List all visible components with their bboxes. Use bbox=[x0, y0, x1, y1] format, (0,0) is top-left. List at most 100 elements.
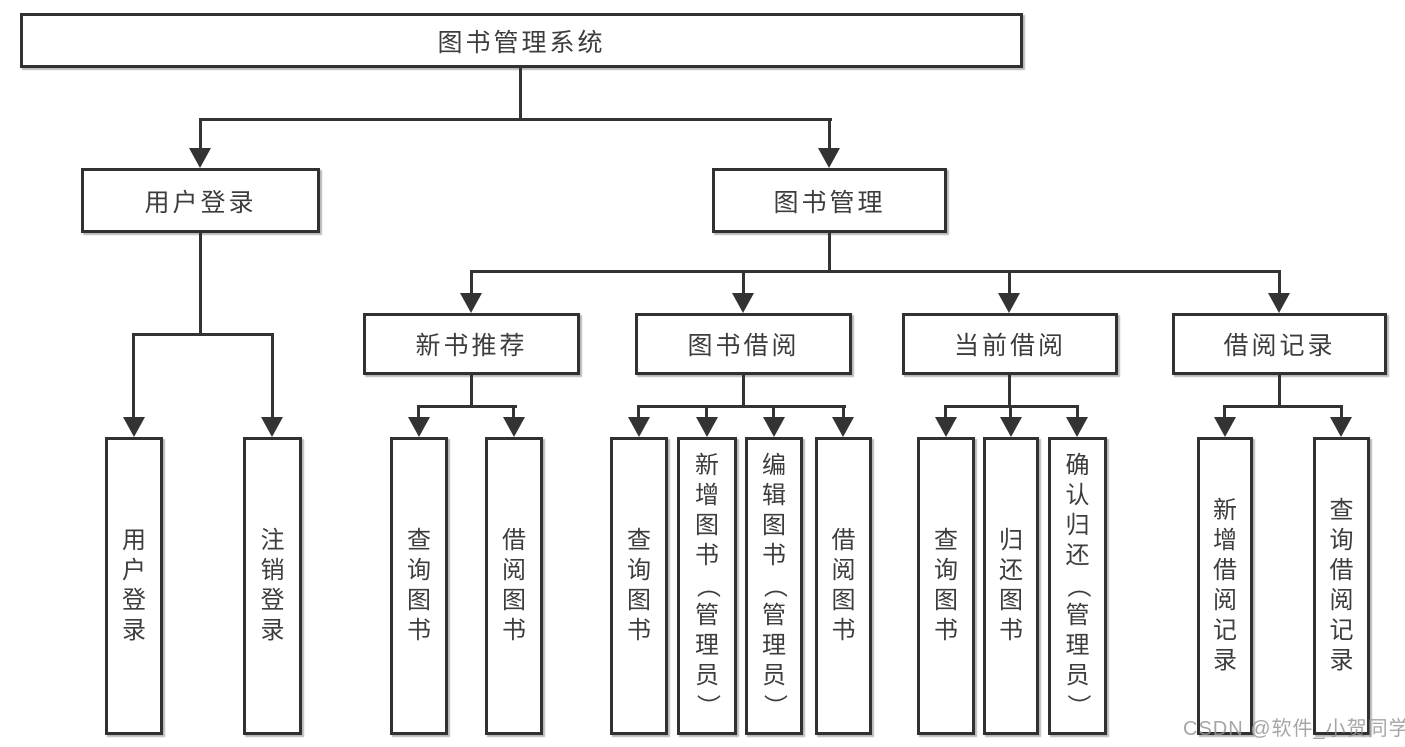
arrowhead-icon bbox=[732, 293, 754, 313]
vertical-char: 注 bbox=[260, 527, 285, 554]
arrowhead-icon bbox=[1000, 417, 1022, 437]
vertical-char: 确 bbox=[1065, 452, 1090, 479]
connector-line bbox=[470, 270, 1281, 273]
leaf-return-book: 归还图书 bbox=[983, 437, 1039, 735]
vertical-char: 书 bbox=[762, 542, 786, 569]
connector-line bbox=[1278, 272, 1281, 297]
connector-line bbox=[1278, 375, 1281, 408]
node-current-borrow: 当前借阅 bbox=[902, 313, 1118, 375]
leaf-query-books-current: 查询图书 bbox=[917, 437, 975, 735]
vertical-char: 图 bbox=[831, 587, 856, 614]
vertical-char: 书 bbox=[831, 617, 856, 644]
arrowhead-icon bbox=[818, 148, 840, 168]
connector-line bbox=[1008, 375, 1011, 408]
vertical-char: 图 bbox=[695, 512, 719, 539]
arrowhead-icon bbox=[1214, 417, 1236, 437]
vertical-char: 新 bbox=[1213, 497, 1237, 524]
vertical-char: ） bbox=[694, 694, 721, 718]
vertical-char: 书 bbox=[502, 617, 526, 644]
node-library-system: 图书管理系统 bbox=[20, 13, 1023, 68]
vertical-char: （ bbox=[761, 574, 788, 598]
leaf-add-book-admin: 新增图书（管理员） bbox=[677, 437, 737, 735]
connector-line bbox=[470, 375, 473, 408]
connector-line bbox=[828, 120, 831, 152]
vertical-char: 管 bbox=[762, 602, 786, 629]
leaf-add-borrow-record: 新增借阅记录 bbox=[1197, 437, 1253, 735]
arrowhead-icon bbox=[832, 417, 854, 437]
vertical-char: 登 bbox=[260, 587, 285, 614]
vertical-char: 书 bbox=[627, 617, 651, 644]
arrowhead-icon bbox=[628, 417, 650, 437]
arrowhead-icon bbox=[935, 417, 957, 437]
node-user-login: 用户登录 bbox=[81, 168, 320, 233]
vertical-char: 书 bbox=[407, 617, 431, 644]
vertical-char: 管 bbox=[1065, 602, 1090, 629]
leaf-query-books-borrow: 查询图书 bbox=[610, 437, 668, 735]
arrowhead-icon bbox=[189, 148, 211, 168]
vertical-char: 询 bbox=[1329, 527, 1354, 554]
vertical-char: 员 bbox=[762, 662, 786, 689]
connector-line bbox=[271, 335, 274, 421]
vertical-char: 还 bbox=[999, 557, 1023, 584]
vertical-char: 查 bbox=[627, 527, 651, 554]
connector-line bbox=[944, 407, 947, 421]
vertical-char: 图 bbox=[762, 512, 786, 539]
vertical-char: 询 bbox=[934, 557, 958, 584]
connector-line bbox=[1076, 407, 1079, 421]
connector-line bbox=[470, 272, 473, 297]
connector-line bbox=[637, 407, 640, 421]
vertical-char: 查 bbox=[934, 527, 958, 554]
vertical-char: ） bbox=[761, 694, 788, 718]
arrowhead-icon bbox=[1066, 417, 1088, 437]
node-book-management: 图书管理 bbox=[712, 168, 947, 233]
leaf-logout: 注销登录 bbox=[243, 437, 302, 735]
vertical-char: 图 bbox=[934, 587, 958, 614]
leaf-user-login: 用户登录 bbox=[105, 437, 163, 735]
vertical-char: （ bbox=[1064, 574, 1092, 598]
leaf-borrow-books-recommend: 借阅图书 bbox=[485, 437, 543, 735]
node-book-borrow: 图书借阅 bbox=[635, 313, 852, 375]
connector-line bbox=[132, 333, 274, 336]
vertical-char: 书 bbox=[695, 542, 719, 569]
connector-line bbox=[519, 68, 522, 121]
arrowhead-icon bbox=[1268, 293, 1290, 313]
vertical-char: 归 bbox=[999, 527, 1023, 554]
arrowhead-icon bbox=[763, 417, 785, 437]
arrowhead-icon bbox=[696, 417, 718, 437]
vertical-char: 理 bbox=[1065, 632, 1090, 659]
vertical-char: 登 bbox=[122, 587, 146, 614]
connector-line bbox=[417, 407, 420, 421]
vertical-char: 新 bbox=[695, 452, 719, 479]
vertical-char: 还 bbox=[1065, 542, 1090, 569]
vertical-char: 员 bbox=[1065, 662, 1090, 689]
vertical-char: 书 bbox=[934, 617, 958, 644]
vertical-char: 增 bbox=[695, 482, 719, 509]
connector-line bbox=[772, 407, 775, 421]
vertical-char: 图 bbox=[627, 587, 651, 614]
vertical-char: 询 bbox=[627, 557, 651, 584]
arrowhead-icon bbox=[408, 417, 430, 437]
connector-line bbox=[1340, 407, 1343, 421]
leaf-borrow-books-borrow: 借阅图书 bbox=[815, 437, 872, 735]
vertical-char: 阅 bbox=[502, 557, 526, 584]
connector-line bbox=[199, 233, 202, 336]
connector-line bbox=[512, 407, 515, 421]
connector-line bbox=[1009, 407, 1012, 421]
connector-line bbox=[199, 120, 202, 152]
leaf-query-books-recommend: 查询图书 bbox=[390, 437, 448, 735]
arrowhead-icon bbox=[123, 417, 145, 437]
connector-line bbox=[1008, 272, 1011, 297]
vertical-char: 户 bbox=[122, 557, 146, 584]
vertical-char: 记 bbox=[1329, 617, 1354, 644]
vertical-char: 借 bbox=[502, 527, 526, 554]
connector-line bbox=[828, 233, 831, 273]
vertical-char: 销 bbox=[260, 557, 285, 584]
node-borrow-records: 借阅记录 bbox=[1172, 313, 1387, 375]
vertical-char: 借 bbox=[1213, 557, 1237, 584]
arrowhead-icon bbox=[503, 417, 525, 437]
node-new-book-recommend: 新书推荐 bbox=[363, 313, 580, 375]
vertical-char: 员 bbox=[695, 662, 719, 689]
vertical-char: 认 bbox=[1065, 482, 1090, 509]
arrowhead-icon bbox=[998, 293, 1020, 313]
